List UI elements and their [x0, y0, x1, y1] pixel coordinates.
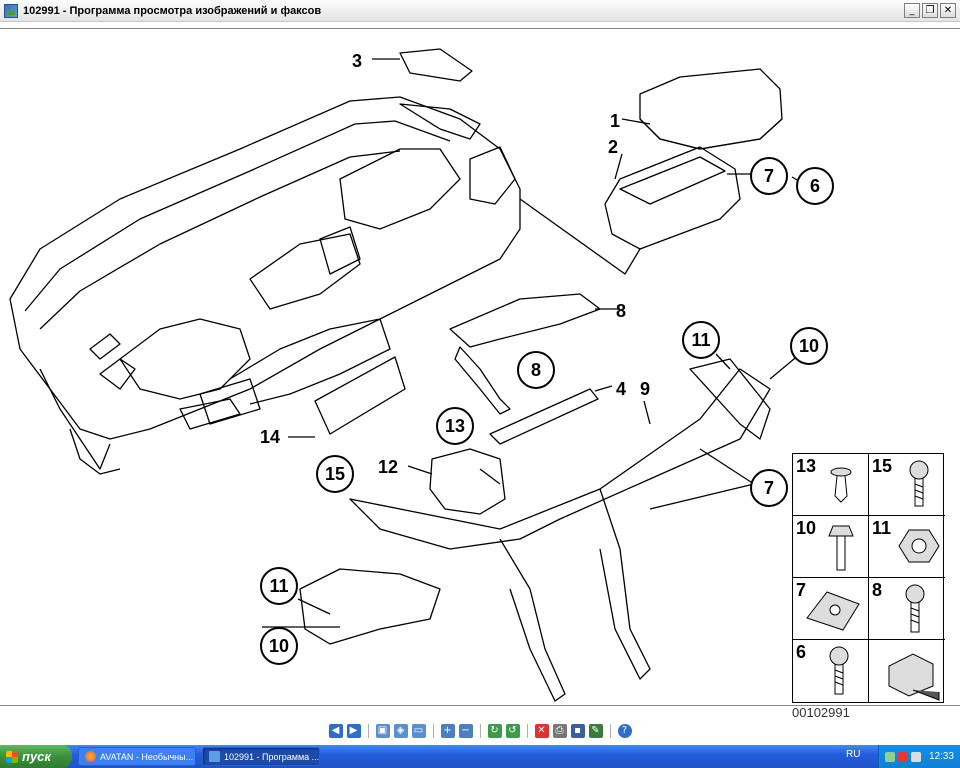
legend-cell-6: 6: [793, 640, 869, 702]
slideshow-icon[interactable]: ▭: [411, 724, 426, 738]
next-image-icon[interactable]: ▶: [346, 724, 361, 738]
edit-icon[interactable]: ✎: [588, 724, 603, 738]
taskbar-item-avatan[interactable]: AVATAN - Необычны...: [78, 747, 196, 766]
best-fit-icon[interactable]: ▣: [375, 724, 390, 738]
antivirus-icon[interactable]: [898, 751, 908, 762]
callout-4: 4: [616, 379, 627, 399]
toolbar-separator: [609, 724, 611, 738]
tray-icons: [885, 751, 921, 762]
minimize-button[interactable]: _: [904, 3, 920, 18]
legend-cell-7: 7: [793, 578, 869, 640]
volume-icon[interactable]: [911, 751, 921, 762]
screw-icon: [829, 646, 849, 695]
screw-icon: [905, 584, 925, 633]
toolbar-separator: [479, 724, 481, 738]
delete-icon[interactable]: ✕: [534, 724, 549, 738]
callout-5: 8: [616, 301, 627, 321]
legend-cell-connector: [869, 640, 945, 702]
image-viewer-icon: [4, 3, 18, 18]
part-14-latch: [314, 356, 406, 435]
spring-nut-icon: [806, 591, 860, 631]
rotate-cw-icon[interactable]: ↻: [487, 724, 502, 738]
title-bar[interactable]: 102991 - Программа просмотра изображений…: [0, 0, 960, 22]
taskbar: пуск AVATAN - Необычны... 102991 - Прогр…: [0, 745, 960, 768]
part-1-airbag-cover: [639, 68, 783, 150]
viewer-toolbar: ◀ ▶ ▣ ◈ ▭ + − ↻ ↺ ✕ ⎙ ▪ ✎ ?: [0, 718, 960, 744]
part-9-crossmember: [349, 368, 771, 550]
print-icon[interactable]: ⎙: [552, 724, 567, 738]
part-5-duct: [449, 293, 601, 348]
parts-diagram: [9, 48, 807, 702]
document-number: 00102991: [792, 705, 850, 720]
legend-num: 11: [872, 518, 892, 538]
bolt-icon: [828, 525, 854, 571]
circle-7-top: 7: [750, 157, 788, 195]
circle-13: 13: [436, 407, 474, 445]
taskbar-item-label: AVATAN - Необычны...: [100, 751, 194, 762]
part-2-bracket: [604, 146, 741, 250]
clip-icon: [830, 467, 852, 503]
circle-11-right: 11: [682, 321, 720, 359]
actual-size-icon[interactable]: ◈: [393, 724, 408, 738]
circle-10-right: 10: [790, 327, 828, 365]
legend-num: 8: [872, 580, 883, 600]
zoom-in-icon[interactable]: +: [440, 724, 455, 738]
dashboard-illustration: [9, 96, 521, 475]
legend-cell-11: 11: [869, 516, 945, 578]
legend-num: 7: [796, 580, 807, 600]
legend-num: 13: [796, 456, 817, 476]
circle-7-bottom: 7: [750, 469, 788, 507]
part-12-block: [429, 448, 506, 515]
callout-9: 9: [640, 379, 651, 399]
window-controls: _ ❐ ✕: [904, 3, 956, 18]
save-icon[interactable]: ▪: [570, 724, 585, 738]
screw-icon: [909, 460, 929, 507]
start-label: пуск: [22, 749, 51, 764]
callout-2: 2: [608, 137, 619, 157]
start-button[interactable]: пуск: [0, 745, 72, 768]
legend-cell-15: 15: [869, 454, 945, 516]
connector-icon: [888, 653, 940, 701]
callout-14: 14: [260, 427, 281, 447]
prev-image-icon[interactable]: ◀: [328, 724, 343, 738]
callout-3: 3: [352, 51, 363, 71]
circle-8: 8: [517, 351, 555, 389]
legend-num: 6: [796, 642, 807, 662]
taskbar-item-label: 102991 - Программа ...: [224, 751, 320, 762]
callout-12: 12: [378, 457, 399, 477]
circle-15: 15: [316, 455, 354, 493]
part-3-cover: [399, 48, 473, 82]
legend-num: 15: [872, 456, 893, 476]
part-4-strip: [489, 388, 599, 445]
language-indicator[interactable]: RU: [846, 749, 861, 760]
circle-10-left: 10: [260, 627, 298, 665]
close-button[interactable]: ✕: [940, 3, 956, 18]
window-title: 102991 - Программа просмотра изображений…: [23, 4, 322, 17]
toolbar-separator: [526, 724, 528, 738]
windows-logo-icon: [6, 750, 18, 763]
circle-11-left: 11: [260, 567, 298, 605]
image-viewer-window: 102991 - Программа просмотра изображений…: [0, 0, 960, 744]
toolbar-separator: [432, 724, 434, 738]
legend-cell-8: 8: [869, 578, 945, 640]
legend-cell-13: 13: [793, 454, 869, 516]
image-canvas[interactable]: 3 1 2 8 4 9 14 12 7 6 11 10 8 13 15 7 11…: [0, 28, 960, 720]
clock: 12:33: [928, 751, 954, 762]
fasteners-legend: 13 15 10 11 7 8: [792, 453, 945, 703]
toolbar-separator: [367, 724, 369, 738]
taskbar-item-image-viewer[interactable]: 102991 - Программа ...: [202, 747, 320, 766]
zoom-out-icon[interactable]: −: [458, 724, 473, 738]
callout-1: 1: [610, 111, 621, 131]
maximize-button[interactable]: ❐: [922, 3, 938, 18]
nut-icon: [898, 529, 940, 563]
firefox-icon: [85, 751, 96, 762]
image-viewer-icon: [209, 751, 220, 762]
help-icon[interactable]: ?: [617, 724, 632, 738]
legend-num: 10: [796, 518, 817, 538]
system-tray: 12:33: [878, 745, 960, 768]
rotate-ccw-icon[interactable]: ↺: [505, 724, 520, 738]
legend-cell-10: 10: [793, 516, 869, 578]
network-icon[interactable]: [885, 751, 895, 762]
circle-6: 6: [796, 167, 834, 205]
